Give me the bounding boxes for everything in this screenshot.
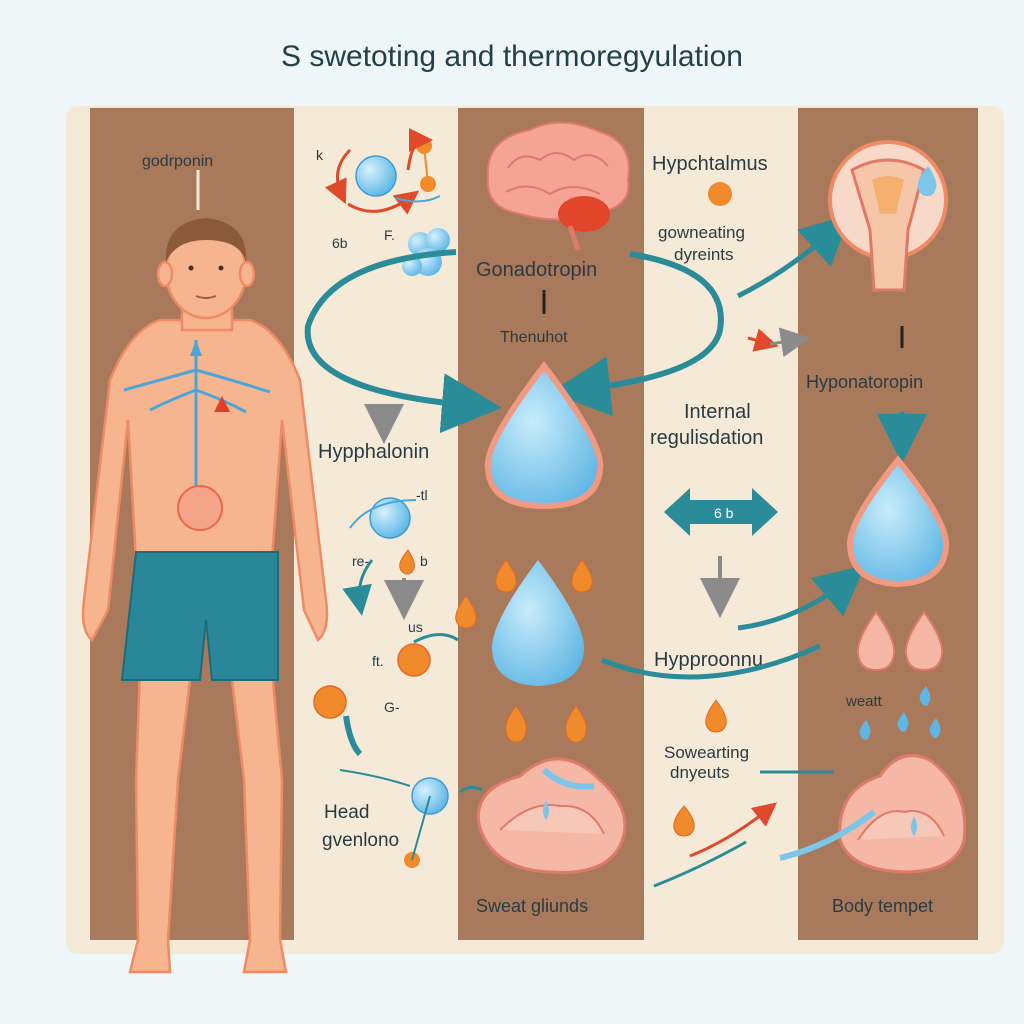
grey-small-arrow [769, 327, 811, 358]
arrow-hypproonnu [601, 643, 822, 680]
small-label-g: G- [384, 699, 400, 715]
label-internal-2: regulisdation [650, 427, 763, 449]
gland-top-right [828, 140, 948, 292]
small-label-tl: -tl [416, 487, 428, 503]
arrow-to-droplet-right [737, 565, 866, 631]
sweat-gland-right [779, 754, 967, 874]
label-6b: 6 b [714, 505, 734, 521]
sweat-gland-center [476, 757, 627, 874]
small-label-ft: ft. [372, 653, 384, 669]
droplet-center-middle [491, 560, 585, 686]
red-small-arrow-1 [747, 328, 779, 352]
small-label-k: k [316, 147, 324, 163]
label-godrponin: godrponin [142, 153, 213, 170]
orange-drops [399, 549, 727, 837]
label-thenuhot: Thenuhot [500, 329, 568, 346]
pink-drops [856, 610, 944, 672]
red-arrow-bottom [689, 802, 778, 858]
molecule-top [324, 128, 441, 215]
vessel-arrow-icon [190, 340, 202, 356]
label-gowneating-1: gowneating [658, 223, 745, 242]
label-hyponatoropin: Hyponatoropin [806, 372, 923, 392]
small-label-6b: 6b [332, 235, 348, 251]
double-arrow-6b [664, 488, 778, 536]
label-hypproonnu: Hypproonnu [654, 649, 763, 671]
label-sowearting-1: Sowearting [664, 743, 749, 762]
small-label-us: us [408, 619, 423, 635]
blue-drops-small [859, 686, 941, 740]
label-body-tempet: Body tempet [832, 896, 933, 916]
red-marker-icon [214, 396, 230, 412]
face [188, 265, 224, 299]
label-gonadotropin: Gonadotropin [476, 259, 597, 281]
label-hypchtalmus: Hypchtalmus [652, 153, 768, 175]
teal-arrow-bottom [653, 840, 747, 888]
shorts [120, 551, 279, 681]
loop-arrow-right [550, 251, 724, 417]
small-label-b: b [420, 553, 428, 569]
label-sweat-glands: Sweat gliunds [476, 896, 588, 916]
label-hypphalonin: Hypphalonin [318, 441, 429, 463]
page-title: S swetoting and thermoregyulation [281, 40, 743, 73]
label-weatt: weatt [845, 693, 883, 710]
abdomen-marker [177, 485, 223, 531]
label-internal-1: Internal [684, 401, 751, 423]
small-label-f: F. [384, 227, 395, 243]
label-head: Head [324, 802, 369, 823]
label-gvenlono: gvenlono [322, 830, 399, 851]
small-label-re: re- [352, 553, 369, 569]
arrow-to-gland-top [736, 214, 851, 299]
droplet-right [846, 455, 950, 588]
droplet-center-top [484, 361, 604, 510]
label-gowneating-2: dyreints [674, 245, 734, 264]
molecule-middle [313, 497, 483, 868]
hair [165, 218, 247, 262]
brain-icon [486, 121, 630, 251]
orange-dot [708, 182, 732, 206]
label-sowearting-2: dnyeuts [670, 763, 730, 782]
loop-arrow-left [304, 249, 502, 434]
